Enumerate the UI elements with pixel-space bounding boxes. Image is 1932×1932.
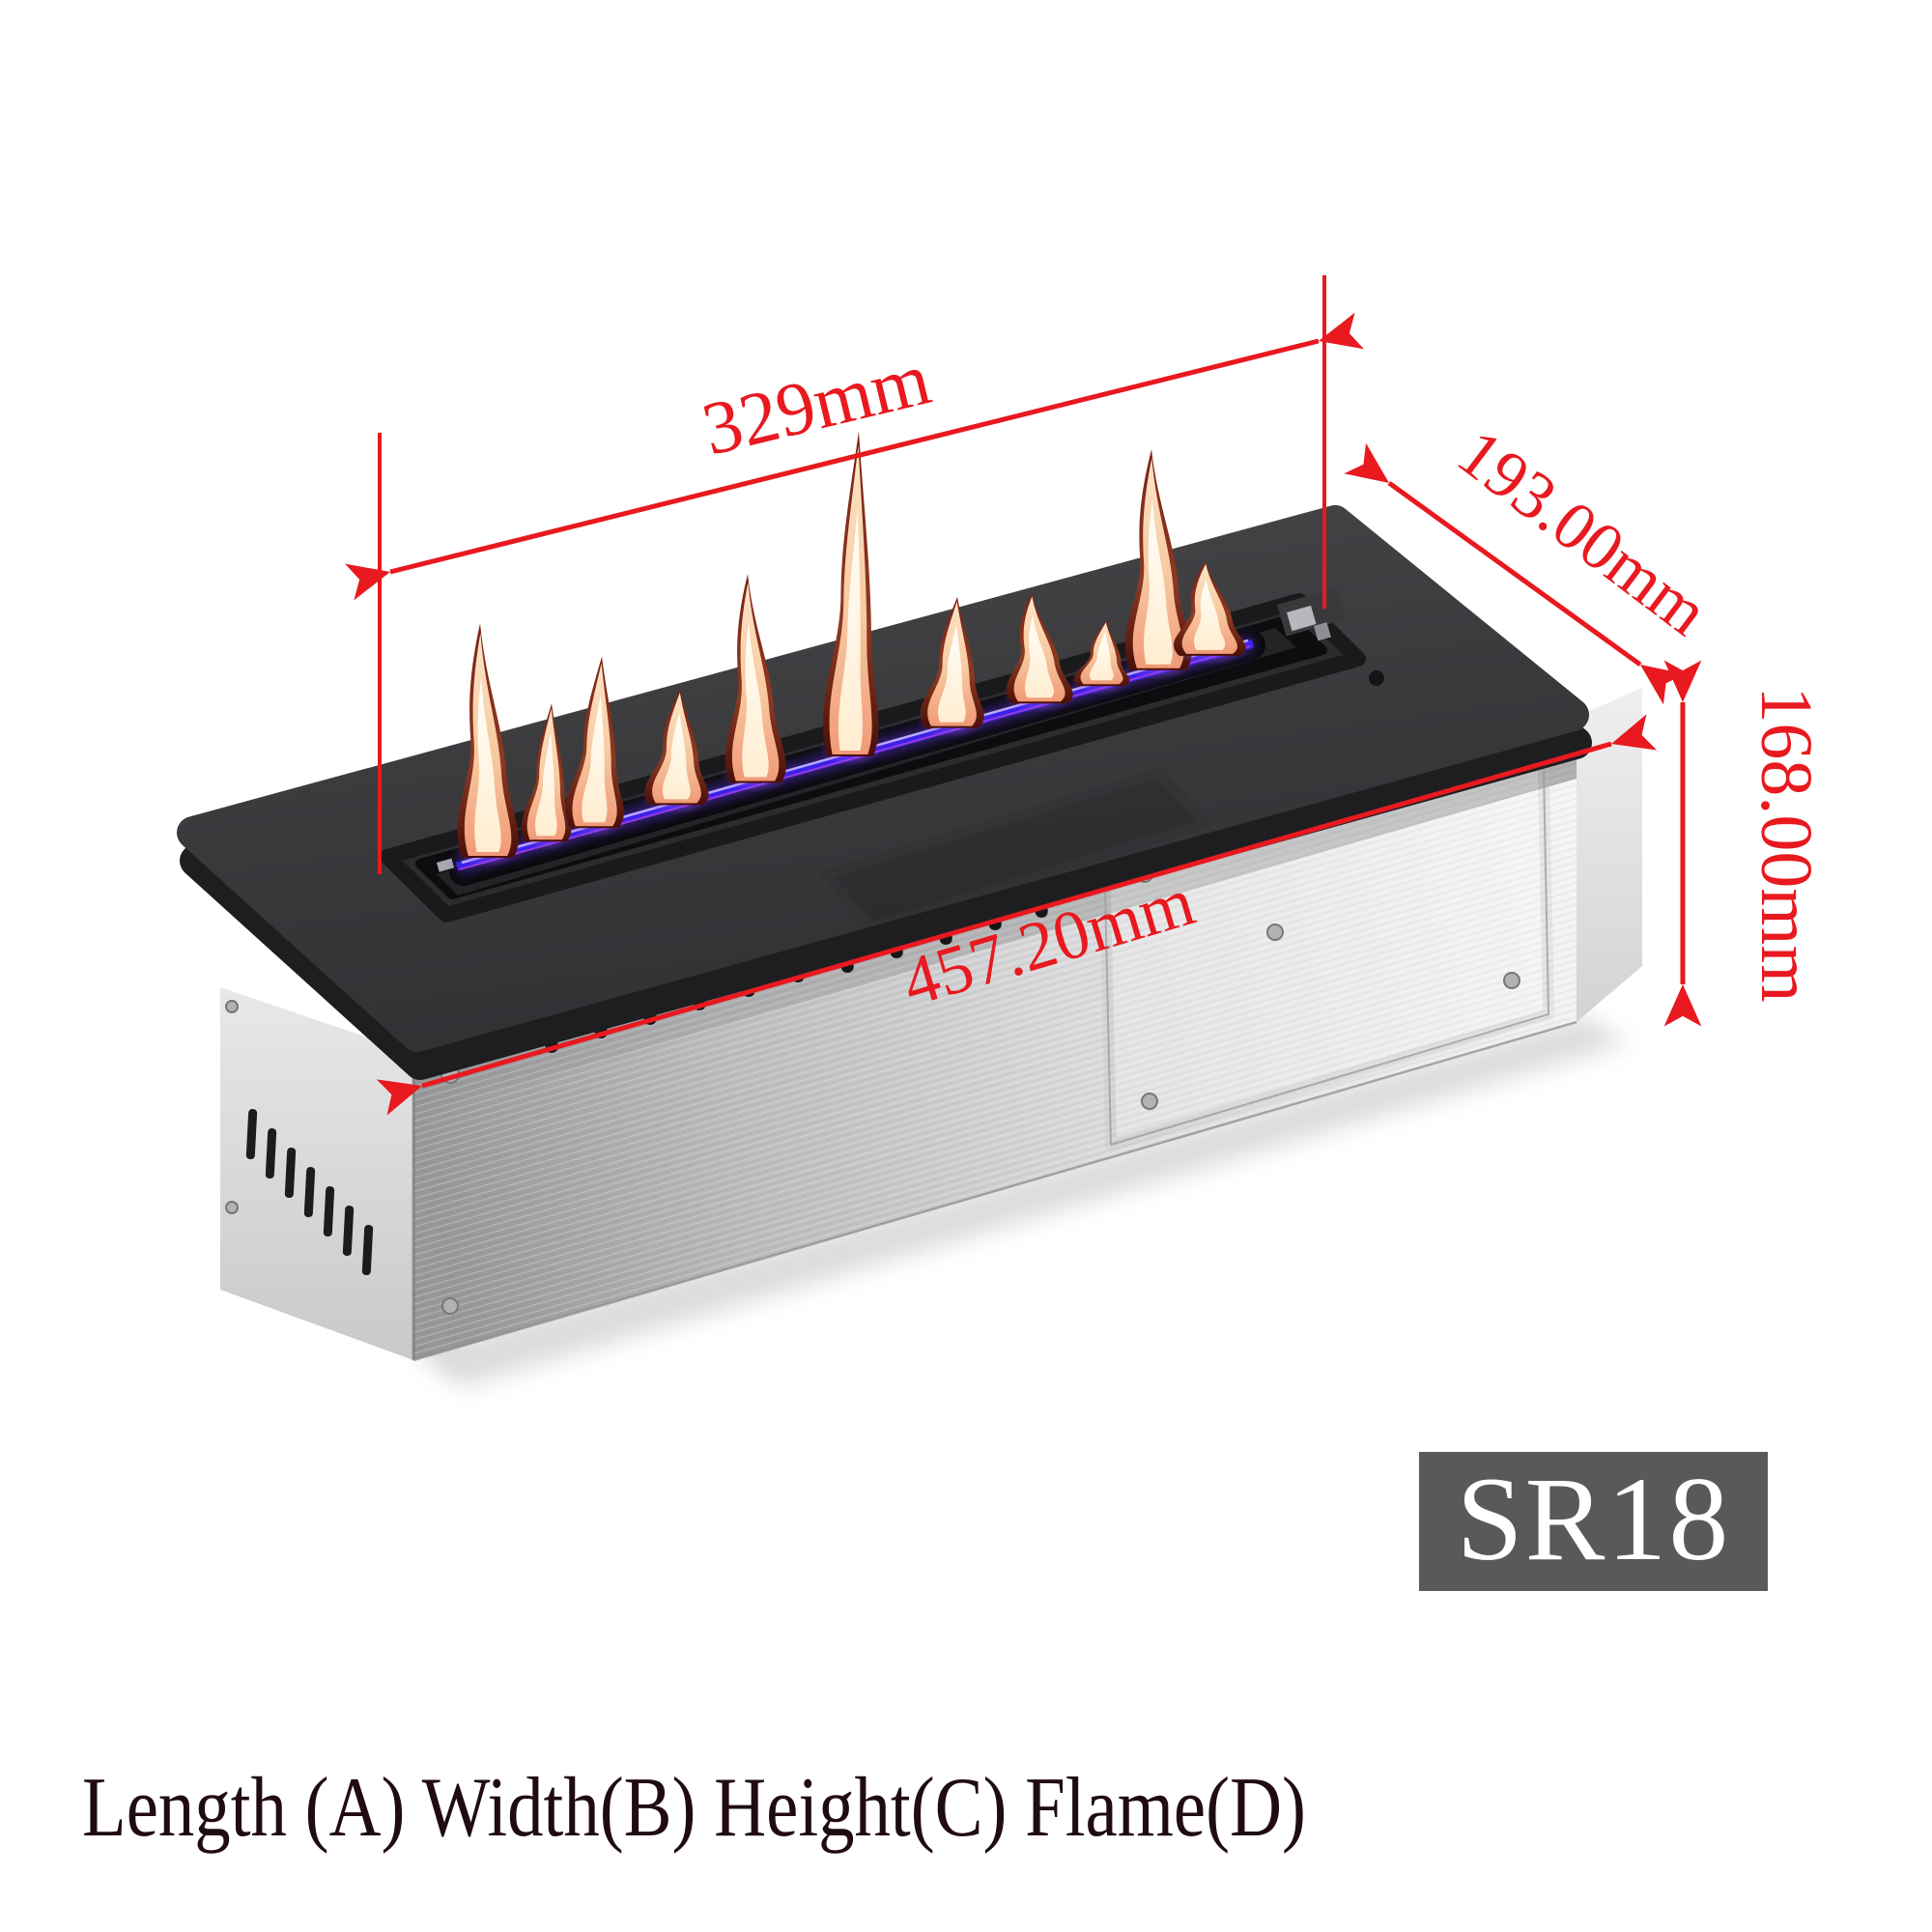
dimension-annotations <box>345 275 1702 1116</box>
plate-pilot-hole <box>1369 670 1384 686</box>
model-badge-text: SR18 <box>1456 1453 1731 1585</box>
dimension-label-height: 168.00mm <box>1746 686 1827 1003</box>
side-vent-slots <box>245 1109 374 1276</box>
size-key-caption: Length (A) Width(B) Height(C) Flame(D) <box>82 1761 1306 1855</box>
dimension-arrow-body-length <box>376 714 1658 1116</box>
dimension-arrow-length <box>345 312 1364 601</box>
dimension-arrow-width <box>1344 442 1686 705</box>
model-badge: SR18 <box>1419 1452 1768 1591</box>
